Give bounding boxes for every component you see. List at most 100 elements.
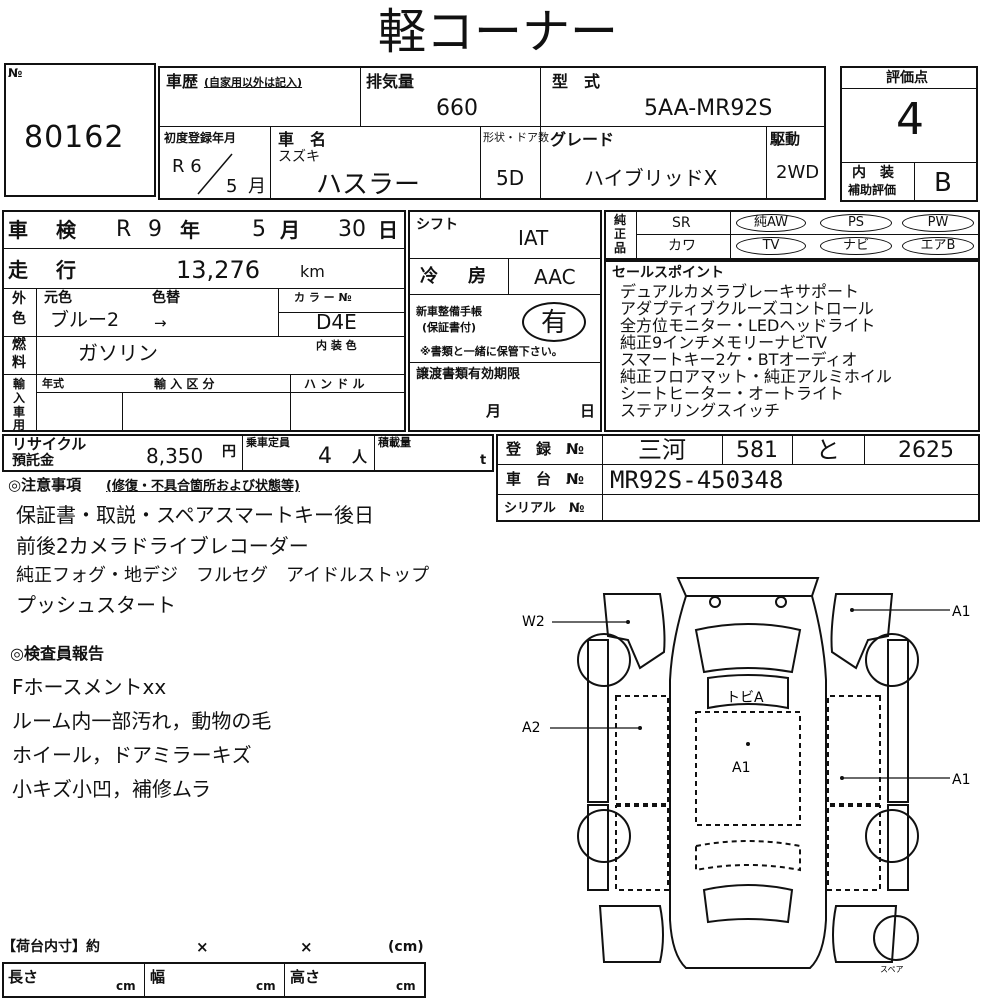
grade-value: ハイブリッドX (584, 166, 718, 190)
inspector-line-2: ルーム内一部汚れ，動物の毛 (12, 709, 272, 733)
vehicle-info-table: 車歴 (自家用以外は記入) 排気量 660 型 式 5AA-MR92S 初度登録… (158, 66, 826, 200)
first-reg-month: 5 (226, 176, 238, 197)
registration-kana: と (816, 436, 840, 464)
notes-line-2: 前後2カメラドライブレコーダー (16, 534, 309, 558)
capacity-unit: 人 (352, 448, 368, 466)
equipment-sr: SR (672, 215, 691, 231)
registration-label: 登 録 № (506, 440, 585, 458)
color-no-value: D4E (316, 310, 357, 334)
equipment-alloy-wheel: 純AW (736, 214, 806, 232)
serial-label: シリアル № (504, 501, 585, 516)
equipment-pw: PW (902, 214, 974, 232)
doors-value: 5D (496, 166, 525, 190)
damage-mark-a1-front-right: A1 (952, 604, 970, 620)
recycle-row: リサイクル 預託金 8,350 円 乗車定員 4 人 積載量 t (2, 434, 494, 472)
transfer-month-unit: 月 (486, 402, 502, 420)
inspector-heading: ◎検査員報告 (10, 644, 104, 663)
inspection-year-unit: 年 (180, 218, 200, 242)
drive-value: 2WD (776, 162, 820, 183)
import-class-label: 輸 入 区 分 (154, 377, 215, 391)
model-type-value: 5AA-MR92S (644, 96, 773, 121)
first-reg-slash (197, 153, 233, 195)
equipment-leather: カワ (668, 238, 696, 254)
cargo-length-label: 長さ (8, 968, 39, 986)
cargo-height-label: 高さ (290, 968, 321, 986)
equipment-label-2: 正 (614, 227, 627, 241)
cargo-length-unit: cm (116, 979, 136, 993)
car-damage-diagram: W2 A2 A1 A1 A1 トビA スペア (522, 577, 970, 974)
history-note: (自家用以外は記入) (204, 76, 303, 89)
fuel-label-2: 料 (12, 355, 26, 371)
exterior-change-label: 色替 (152, 290, 180, 306)
import-handle-label: ハ ン ド ル (304, 377, 365, 391)
recycle-label-2: 預託金 (12, 453, 54, 469)
equipment-label-1: 純 (614, 213, 627, 227)
damage-mark-w2: W2 (522, 614, 545, 630)
recycle-label-1: リサイクル (12, 435, 87, 453)
notes-heading-note: (修復・不具合箇所および状態等) (106, 479, 300, 494)
inspection-month: 5 (252, 217, 266, 242)
load-label: 積載量 (378, 436, 411, 449)
manual-note: ※書類と一緒に保管下さい。 (420, 345, 563, 358)
interior-rating-label: 内 装 (852, 165, 894, 181)
manual-label-1: 新車整備手帳 (416, 305, 482, 318)
sales-point-line: デュアルカメラブレーキサポート (620, 282, 860, 301)
sales-point-line: スマートキー2ケ・BTオーディオ (620, 350, 858, 369)
interior-rating-sub: 補助評価 (848, 183, 897, 197)
notes-line-1: 保証書・取説・スペアスマートキー後日 (16, 503, 374, 527)
import-label-1: 輸 (13, 377, 26, 391)
import-label-2: 入 (13, 391, 26, 405)
sales-points-box: セールスポイント デュアルカメラブレーキサポートアダプティブクルーズコントロール… (604, 260, 980, 432)
model-type-label: 型 式 (552, 72, 601, 91)
inspection-day: 30 (338, 217, 366, 242)
mileage-unit: km (300, 262, 325, 281)
chassis-value: MR92S-450348 (610, 466, 784, 494)
notes-line-4: プッシュスタート (16, 593, 176, 617)
mileage-label: 走 行 (8, 258, 80, 282)
damage-mark-a1-center: A1 (732, 760, 750, 776)
import-label-4: 用 (13, 418, 26, 432)
exterior-orig-value: ブルー2 (50, 309, 120, 331)
cargo-width-unit: cm (256, 979, 276, 993)
spare-tire-label: スペア (880, 965, 903, 974)
registration-region: 三河 (638, 436, 686, 464)
load-unit: t (480, 453, 487, 468)
cargo-table: 長さ cm 幅 cm 高さ cm (2, 962, 426, 998)
displacement-value: 660 (436, 96, 478, 121)
registration-number: 2625 (898, 438, 954, 463)
car-name-label: 車 名 (278, 130, 327, 149)
damage-mark-a1-rear-right: A1 (952, 772, 970, 788)
equipment-navi: ナビ (820, 237, 892, 255)
cargo-x2: × (300, 938, 313, 956)
notes-line-3: 純正フォグ・地デジ フルセグ アイドルストップ (16, 565, 430, 586)
registration-table: 登 録 № 三河 581 と 2625 車 台 № MR92S-450348 シ… (496, 434, 980, 522)
transfer-label: 譲渡書類有効期限 (416, 367, 521, 382)
car-model: ハスラー (316, 170, 421, 200)
fuel-label-1: 燃 (12, 337, 26, 353)
exterior-label-2: 色 (12, 311, 26, 327)
inspection-day-unit: 日 (378, 218, 398, 242)
manual-value: 有 (522, 302, 586, 342)
aircon-label: 冷 房 (420, 266, 492, 287)
mileage-value: 13,276 (176, 256, 260, 284)
color-no-label: カ ラ ー № (294, 291, 352, 304)
sales-point-line: アダプティブクルーズコントロール (620, 299, 874, 318)
cargo-height-unit: cm (396, 979, 416, 993)
cargo-width-label: 幅 (150, 968, 166, 986)
exterior-orig-label: 元色 (44, 290, 72, 306)
sales-point-line: 全方位モニター・LEDヘッドライト (620, 316, 876, 335)
page-title: 軽コーナー (378, 4, 619, 60)
inspector-line-3: ホイール，ドアミラーキズ (12, 743, 252, 767)
exterior-change-arrow: → (154, 314, 167, 332)
inspector-line-1: Fホースメントxx (12, 675, 167, 699)
lot-number-box: № 80162 (4, 63, 156, 197)
first-reg-era: R 6 (172, 156, 202, 177)
inspection-label: 車 検 (8, 218, 80, 242)
recycle-value: 8,350 (146, 444, 204, 468)
first-reg-month-unit: 月 (248, 176, 266, 197)
cargo-x1: × (196, 938, 209, 956)
rating-label: 評価点 (886, 70, 928, 86)
equipment-ps: PS (820, 214, 892, 232)
inspector-line-4: 小キズ小凹，補修ムラ (12, 777, 211, 801)
history-label: 車歴 (166, 72, 199, 91)
